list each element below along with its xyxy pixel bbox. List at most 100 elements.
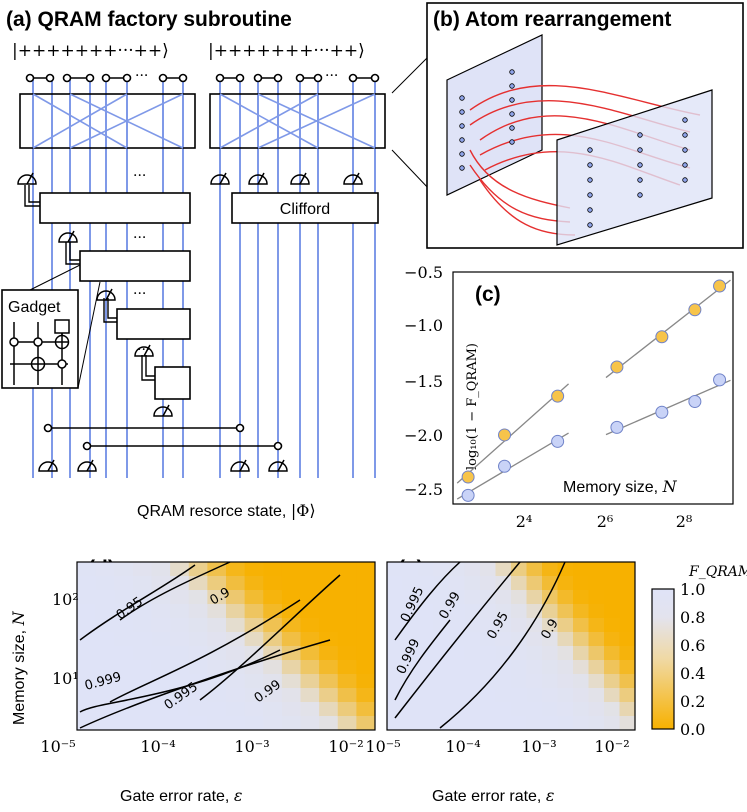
resource-state-label: QRAM resorce state, |Φ⟩ xyxy=(137,501,316,520)
heat-cell xyxy=(226,674,246,689)
c-xtick-0: 2⁴ xyxy=(516,512,533,531)
heat-cell xyxy=(511,674,527,689)
heat-cell xyxy=(300,716,320,731)
heat-cell xyxy=(480,716,496,731)
heat-cell xyxy=(114,590,134,605)
heat-cell xyxy=(337,702,357,717)
heat-cell xyxy=(418,702,434,717)
e-xlabel: Gate error rate, ε xyxy=(432,786,554,805)
heat-cell xyxy=(188,604,208,619)
heat-cell xyxy=(511,716,527,731)
heat-cell xyxy=(114,660,134,675)
heat-cell xyxy=(207,632,227,647)
cascade-box-2 xyxy=(79,250,191,282)
cb-tick-1: 0.8 xyxy=(680,608,705,627)
heat-cell xyxy=(418,632,434,647)
c-point-series0 xyxy=(498,428,512,442)
heat-cell xyxy=(604,702,620,717)
heat-cell xyxy=(511,562,527,577)
heat-cell xyxy=(319,618,339,633)
heat-cell xyxy=(604,576,620,591)
heat-cell xyxy=(604,660,620,675)
heat-cell xyxy=(337,562,357,577)
heat-cell xyxy=(433,562,450,577)
c-fit-line-0 xyxy=(605,279,731,379)
heat-cell xyxy=(526,618,543,633)
heat-cell xyxy=(170,590,190,605)
meter-icon xyxy=(58,230,78,243)
heat-cell xyxy=(464,576,481,591)
heat-cell xyxy=(480,576,496,591)
heat-cell xyxy=(114,632,134,647)
heat-cell xyxy=(114,716,134,731)
heat-cell xyxy=(337,604,357,619)
bell-pairs xyxy=(25,73,380,83)
heat-cell xyxy=(300,562,320,577)
e-xtick-3: 10⁻² xyxy=(594,737,629,756)
heat-cell xyxy=(281,688,301,703)
crossing-lines xyxy=(32,93,376,149)
heat-cell xyxy=(387,660,403,675)
heat-cell xyxy=(300,632,320,647)
heat-cell xyxy=(619,716,636,731)
heat-cell xyxy=(557,660,574,675)
heat-cell xyxy=(588,646,605,661)
heat-cell xyxy=(402,688,419,703)
cb-tick-5: 0.0 xyxy=(680,720,705,739)
heat-cell xyxy=(207,618,227,633)
heat-cell xyxy=(433,646,450,661)
heat-cell xyxy=(170,688,190,703)
heat-cell xyxy=(356,702,376,717)
c-point-series1 xyxy=(610,420,624,434)
heatmap-e xyxy=(387,562,636,731)
heat-cell xyxy=(188,576,208,591)
heat-cell xyxy=(588,632,605,647)
heat-cell xyxy=(402,590,419,605)
heat-cell xyxy=(319,604,339,619)
heat-cell xyxy=(619,618,636,633)
heat-cell xyxy=(281,562,301,577)
heat-cell xyxy=(151,702,171,717)
heat-cell xyxy=(151,590,171,605)
heat-cell xyxy=(542,674,558,689)
heat-cell xyxy=(337,590,357,605)
heat-cell xyxy=(188,688,208,703)
heat-cell xyxy=(449,646,465,661)
colorbar: F_QRAM 1.0 0.8 0.6 0.4 0.2 0.0 xyxy=(651,564,747,739)
ket-right: |+++++++···++⟩ xyxy=(208,41,365,61)
heat-cell xyxy=(588,702,605,717)
heat-cell xyxy=(449,674,465,689)
heat-cell xyxy=(77,604,97,619)
heat-cell xyxy=(244,576,264,591)
heat-cell xyxy=(319,688,339,703)
heat-cell xyxy=(387,702,403,717)
heat-cell xyxy=(557,576,574,591)
heat-cell xyxy=(95,646,115,661)
heat-cell xyxy=(387,576,403,591)
d-xtick-2: 10⁻³ xyxy=(234,737,269,756)
heat-cell xyxy=(337,632,357,647)
heat-cell xyxy=(77,590,97,605)
heat-cell xyxy=(77,646,97,661)
d-xtick-3: 10⁻² xyxy=(328,737,363,756)
heat-cell xyxy=(132,716,152,731)
heat-cell xyxy=(573,604,589,619)
heat-cell xyxy=(495,716,512,731)
heat-cell xyxy=(226,590,246,605)
meter-icon xyxy=(77,459,97,472)
heat-cell xyxy=(418,576,434,591)
heat-cell xyxy=(337,660,357,675)
heat-cell xyxy=(337,688,357,703)
heat-cell xyxy=(604,590,620,605)
c-point-series0 xyxy=(610,360,624,374)
heat-cell xyxy=(495,702,512,717)
heat-cell xyxy=(151,674,171,689)
heat-cell xyxy=(402,562,419,577)
heat-cell xyxy=(573,618,589,633)
heat-cell xyxy=(387,590,403,605)
heat-cell xyxy=(281,716,301,731)
heat-cell xyxy=(433,604,450,619)
heat-cell xyxy=(356,716,376,731)
heat-cell xyxy=(263,632,283,647)
